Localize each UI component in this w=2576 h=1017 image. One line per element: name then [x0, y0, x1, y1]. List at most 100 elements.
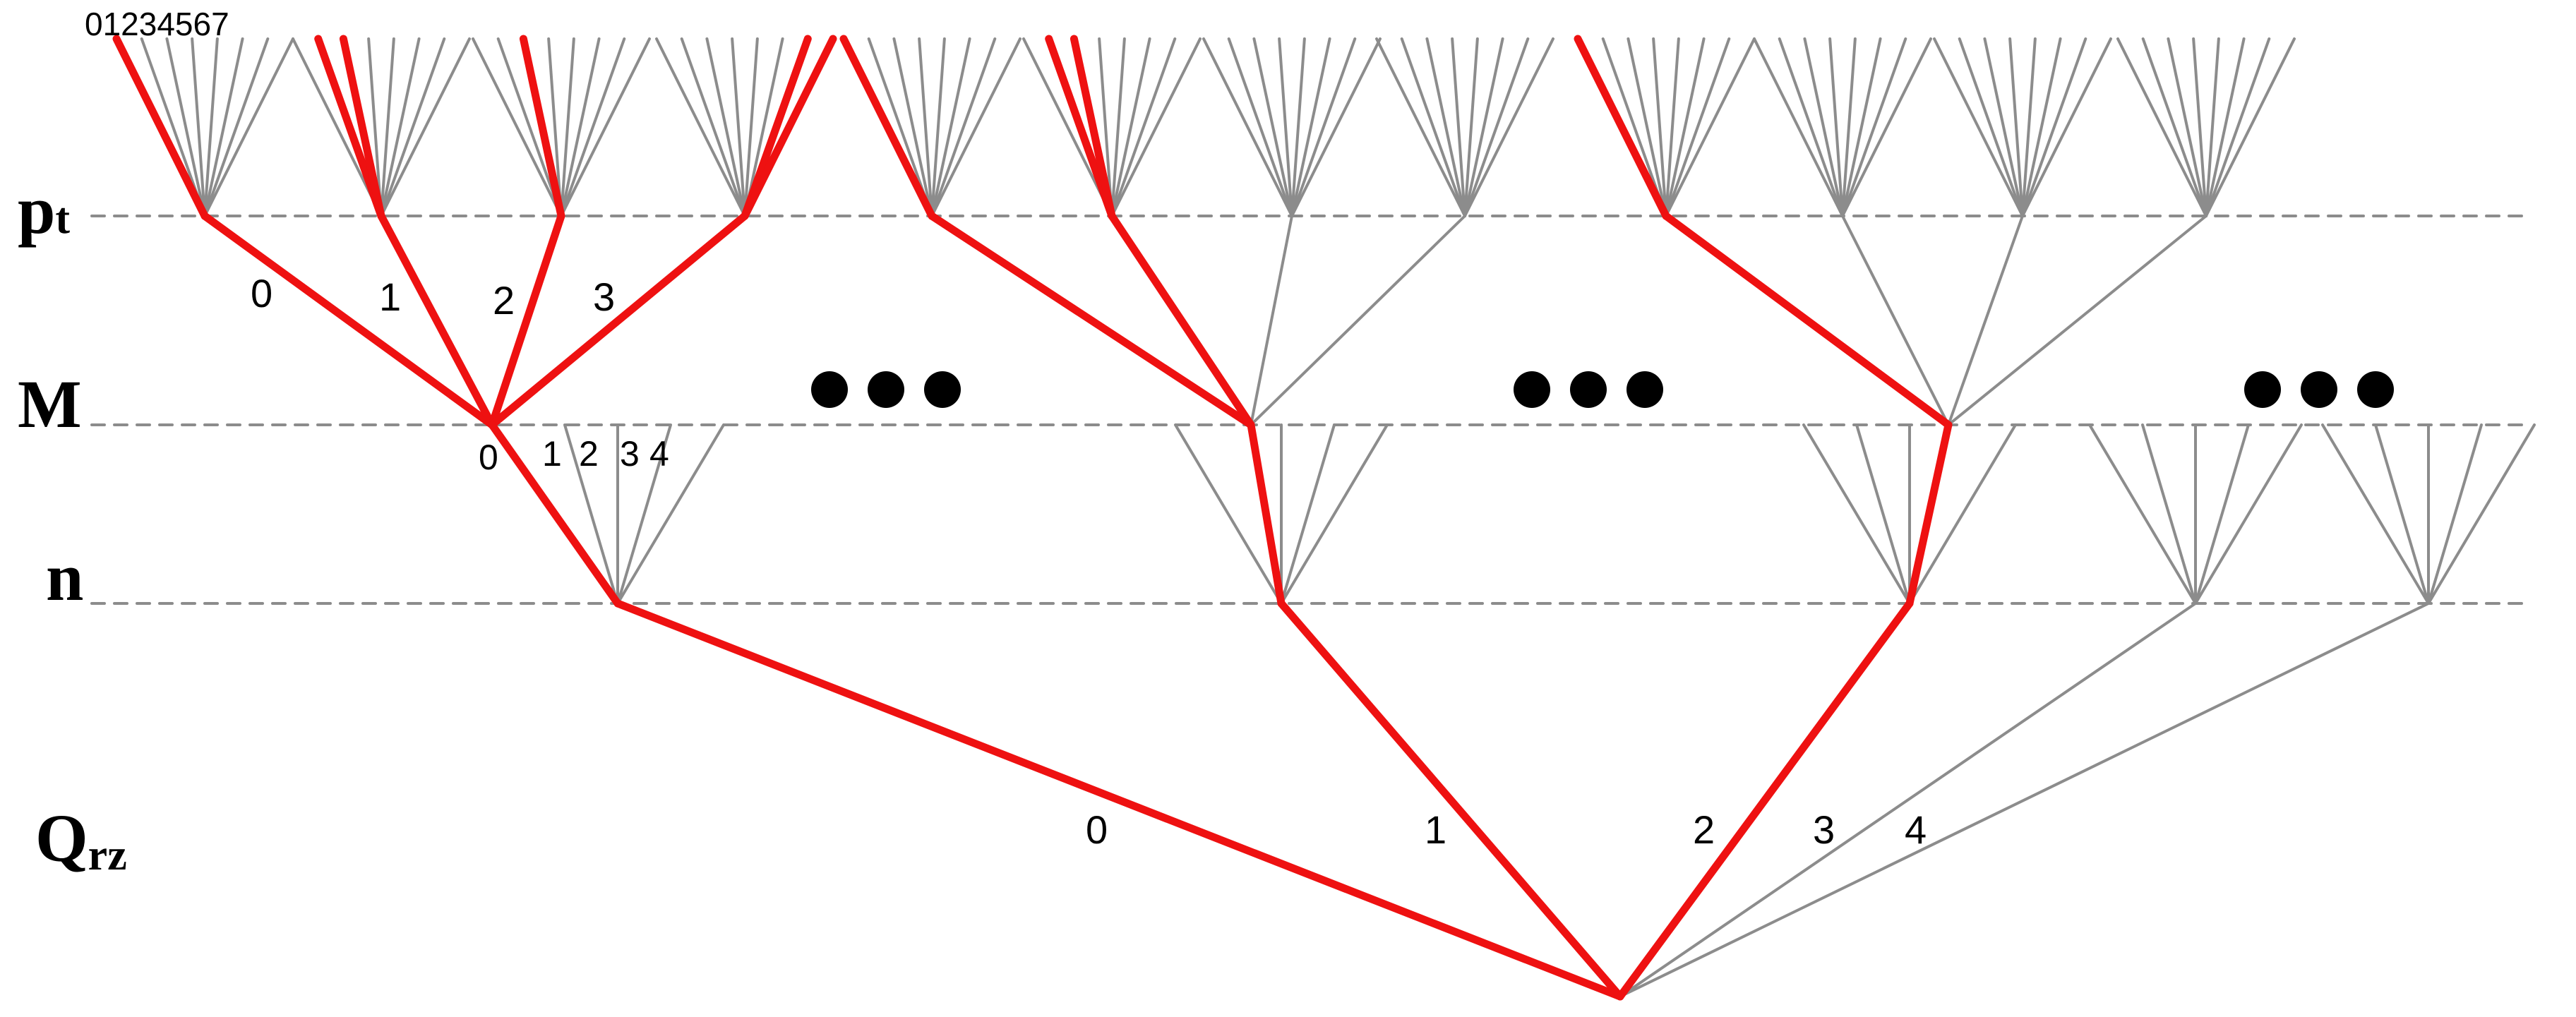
m-edge-label-0: 0: [479, 438, 498, 477]
n-fan-0-branch-1: [563, 423, 619, 605]
m-node-1-edge-2: [1250, 215, 1293, 426]
pt-fan-3-branch-0: [655, 37, 746, 217]
n-fan-4-branch-4: [2427, 423, 2536, 605]
pt-fan-5-branch-7: [1110, 37, 1202, 217]
n-fan-2-branch-1: [1855, 423, 1911, 605]
pt-fan-11-branch-4: [2205, 37, 2220, 217]
pt-fan-1-branch-3: [367, 37, 383, 217]
pt-fan-1-branch-6: [380, 37, 446, 217]
pt-fan-6-branch-5: [1290, 37, 1331, 217]
m-node-1-edge-0: [928, 212, 1255, 429]
pt-fan-3-branch-2: [705, 37, 746, 217]
n-fan-2-branch-0: [1802, 423, 1911, 605]
highlighted-path-edges: [112, 35, 1953, 1001]
pt-fan-6-branch-2: [1252, 37, 1293, 217]
pt-fan-8-branch-0: [1574, 35, 1670, 220]
m-node-2-edge-3: [1947, 215, 2207, 426]
pt-fan-11-branch-2: [2167, 37, 2207, 217]
ellipsis-dot-1-1: [1570, 371, 1607, 408]
pt-fan-3-branch-1: [680, 37, 746, 217]
pt-fan-8-branch-2: [1627, 37, 1667, 217]
pt-fan-0-branch-4: [203, 37, 219, 217]
pt-fan-10-branch-0: [1933, 37, 2024, 217]
pt-fan-1-branch-5: [380, 37, 421, 217]
pt-fan-1-branch-7: [380, 37, 471, 217]
n-fan-1-branch-1: [1247, 421, 1286, 608]
pt-fan-7-branch-5: [1463, 37, 1504, 217]
m-node-2-edge-2: [1947, 215, 2024, 426]
pt-fan-0-branch-2: [165, 37, 206, 217]
pt-fan-5-branch-1: [1045, 35, 1116, 220]
pt-fan-9-branch-6: [1841, 37, 1907, 217]
n-fan-4-branch-3: [2427, 423, 2483, 605]
pt-fan-9-branch-7: [1841, 37, 1932, 217]
pt-fan-4-branch-7: [930, 37, 1022, 217]
level-label-qrz: Qrz: [35, 800, 127, 879]
pt-fan-6-branch-7: [1290, 37, 1382, 217]
pt-fan-10-branch-6: [2021, 37, 2087, 217]
pt-fan-6-branch-6: [1290, 37, 1357, 217]
n-fan-1-branch-3: [1280, 423, 1336, 605]
n-fan-3-branch-3: [2194, 423, 2250, 605]
branch-edges: [140, 37, 2536, 998]
pt-fan-10-branch-3: [2008, 37, 2024, 217]
n-fan-2-branch-3: [1905, 421, 1953, 608]
pt-edge-label-1: 1: [379, 275, 401, 319]
n-fan-1-branch-0: [1174, 423, 1283, 605]
pt-fan-1-branch-4: [380, 37, 395, 217]
m-edge-label-2: 2: [579, 434, 599, 474]
pt-fan-11-branch-6: [2205, 37, 2271, 217]
pt-fan-4-branch-5: [930, 37, 971, 217]
pt-fan-2-branch-0: [472, 37, 563, 217]
n-fan-4-branch-1: [2374, 423, 2430, 605]
n-fan-0-branch-3: [616, 423, 672, 605]
m-node-1-edge-3: [1250, 215, 1466, 426]
pt-fan-8-branch-4: [1665, 37, 1680, 217]
n-fan-3-branch-1: [2141, 423, 2197, 605]
m-node-0-edge-1: [377, 212, 496, 429]
pt-fan-7-branch-3: [1451, 37, 1466, 217]
m-node-2-edge-1: [1841, 215, 1950, 426]
pt-fan-8-branch-6: [1665, 37, 1731, 217]
qrz-edge-label-3: 3: [1813, 807, 1835, 852]
pt-fan-7-branch-1: [1400, 37, 1466, 217]
m-node-0-edge-0: [200, 212, 496, 429]
m-edge-label-3: 3: [620, 434, 640, 474]
pt-fan-8-branch-3: [1652, 37, 1667, 217]
n-fan-0-branch-0: [488, 421, 622, 608]
m-node-1-edge-1: [1108, 212, 1255, 429]
qrz-edge-label-2: 2: [1693, 807, 1715, 852]
qrz-edge-3: [1619, 602, 2197, 998]
pt-fan-2-branch-3: [547, 37, 563, 217]
pt-fan-10-branch-1: [1958, 37, 2024, 217]
ellipsis-dot-1-0: [1514, 371, 1550, 408]
pt-fan-4-branch-3: [918, 37, 933, 217]
level-label-pt-sub: t: [55, 195, 70, 243]
pt-fan-11-branch-7: [2205, 37, 2296, 217]
m-edge-label-1: 1: [542, 434, 562, 474]
level-label-pt: pt: [18, 172, 70, 248]
pt-fan-4-branch-2: [892, 37, 933, 217]
pt-fan-2-branch-6: [560, 37, 626, 217]
pt-fan-9-branch-2: [1803, 37, 1844, 217]
pt-fan-7-branch-6: [1463, 37, 1530, 217]
qrz-edge-2: [1616, 599, 1914, 1001]
pt-fan-0-branch-5: [203, 37, 244, 217]
level-label-n: n: [46, 539, 83, 615]
pt-fan-9-branch-0: [1753, 37, 1844, 217]
pt-fan-2-branch-2: [519, 35, 565, 220]
pt-fan-10-branch-4: [2021, 37, 2037, 217]
pt-fan-5-branch-6: [1110, 37, 1177, 217]
ellipsis-dot-0-0: [811, 371, 848, 408]
pt-fan-4-branch-0: [839, 35, 936, 220]
pt-fan-9-branch-3: [1828, 37, 1844, 217]
pt-fan-5-branch-0: [1022, 37, 1113, 217]
pt-fan-7-branch-2: [1425, 37, 1466, 217]
qrz-edge-label-0: 0: [1086, 807, 1108, 852]
pt-fan-7-branch-7: [1463, 37, 1554, 217]
pt-fan-3-branch-3: [731, 37, 746, 217]
pt-fan-9-branch-5: [1841, 37, 1882, 217]
ellipsis-dot-1-2: [1627, 371, 1663, 408]
pt-fan-8-branch-5: [1665, 37, 1706, 217]
